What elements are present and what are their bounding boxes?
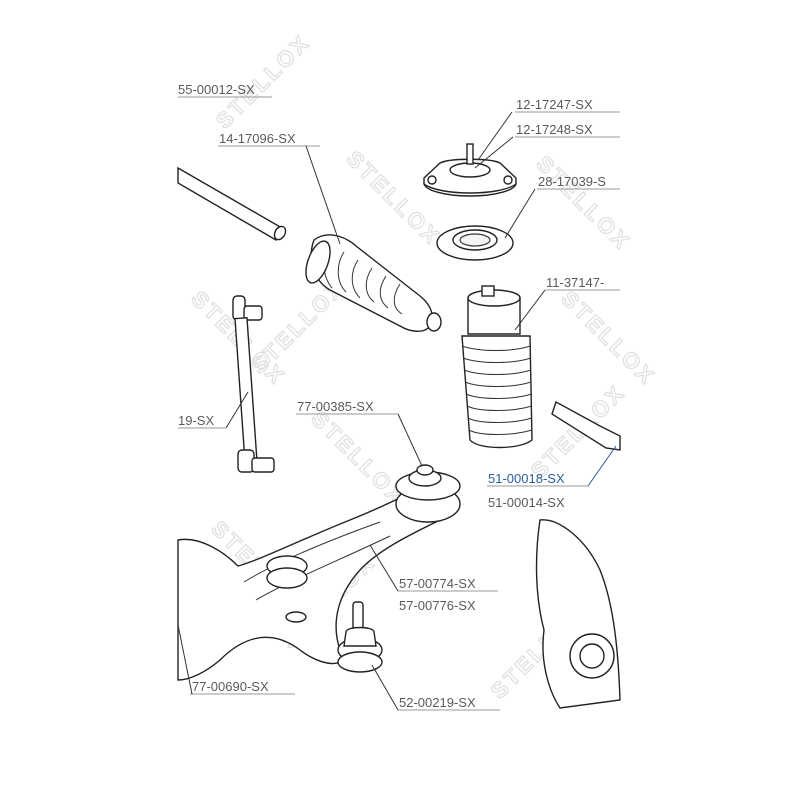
watermark-text: STELLOX: [556, 286, 660, 390]
part-label: 19-SX: [178, 413, 214, 428]
part-label: 14-17096-SX: [219, 131, 296, 146]
part-label: 12-17247-SX: [516, 97, 593, 112]
lower-arm-part: [177, 491, 447, 681]
steering-knuckle-part: [535, 400, 621, 709]
strut-mount-part: [423, 143, 517, 197]
steering-boot-part: [305, 234, 442, 332]
tie-rod-part: [177, 166, 287, 241]
part-labels: 55-00012-SX 12-17247-SX 12-17248-SX 14-1…: [178, 82, 606, 710]
watermark-text: STELLOX: [306, 406, 410, 510]
part-label: 57-00774-SX: [399, 576, 476, 591]
part-label: 51-00014-SX: [488, 495, 565, 510]
dust-boot-part: [461, 285, 533, 449]
part-label: 57-00776-SX: [399, 598, 476, 613]
label-underlines: [178, 96, 620, 711]
part-label: 55-00012-SX: [178, 82, 255, 97]
stabilizer-link-part: [232, 295, 275, 473]
part-label: 28-17039-S: [538, 174, 606, 189]
part-label: 12-17248-SX: [516, 122, 593, 137]
strut-bearing-part: [436, 225, 514, 261]
ball-joint-part: [337, 601, 383, 673]
watermark-text: STELLOX: [526, 379, 630, 483]
rear-bushing-part: [395, 464, 461, 523]
watermark-text: STELLOX: [341, 146, 445, 250]
part-label-highlighted: 51-00018-SX: [488, 471, 565, 486]
part-label: 77-00690-SX: [192, 679, 269, 694]
leader-lines: [177, 111, 617, 711]
watermark-text: STELLOX: [531, 151, 635, 255]
part-label: 52-00219-SX: [399, 695, 476, 710]
part-label: 11-37147-: [546, 275, 604, 290]
part-label: 77-00385-SX: [297, 399, 374, 414]
